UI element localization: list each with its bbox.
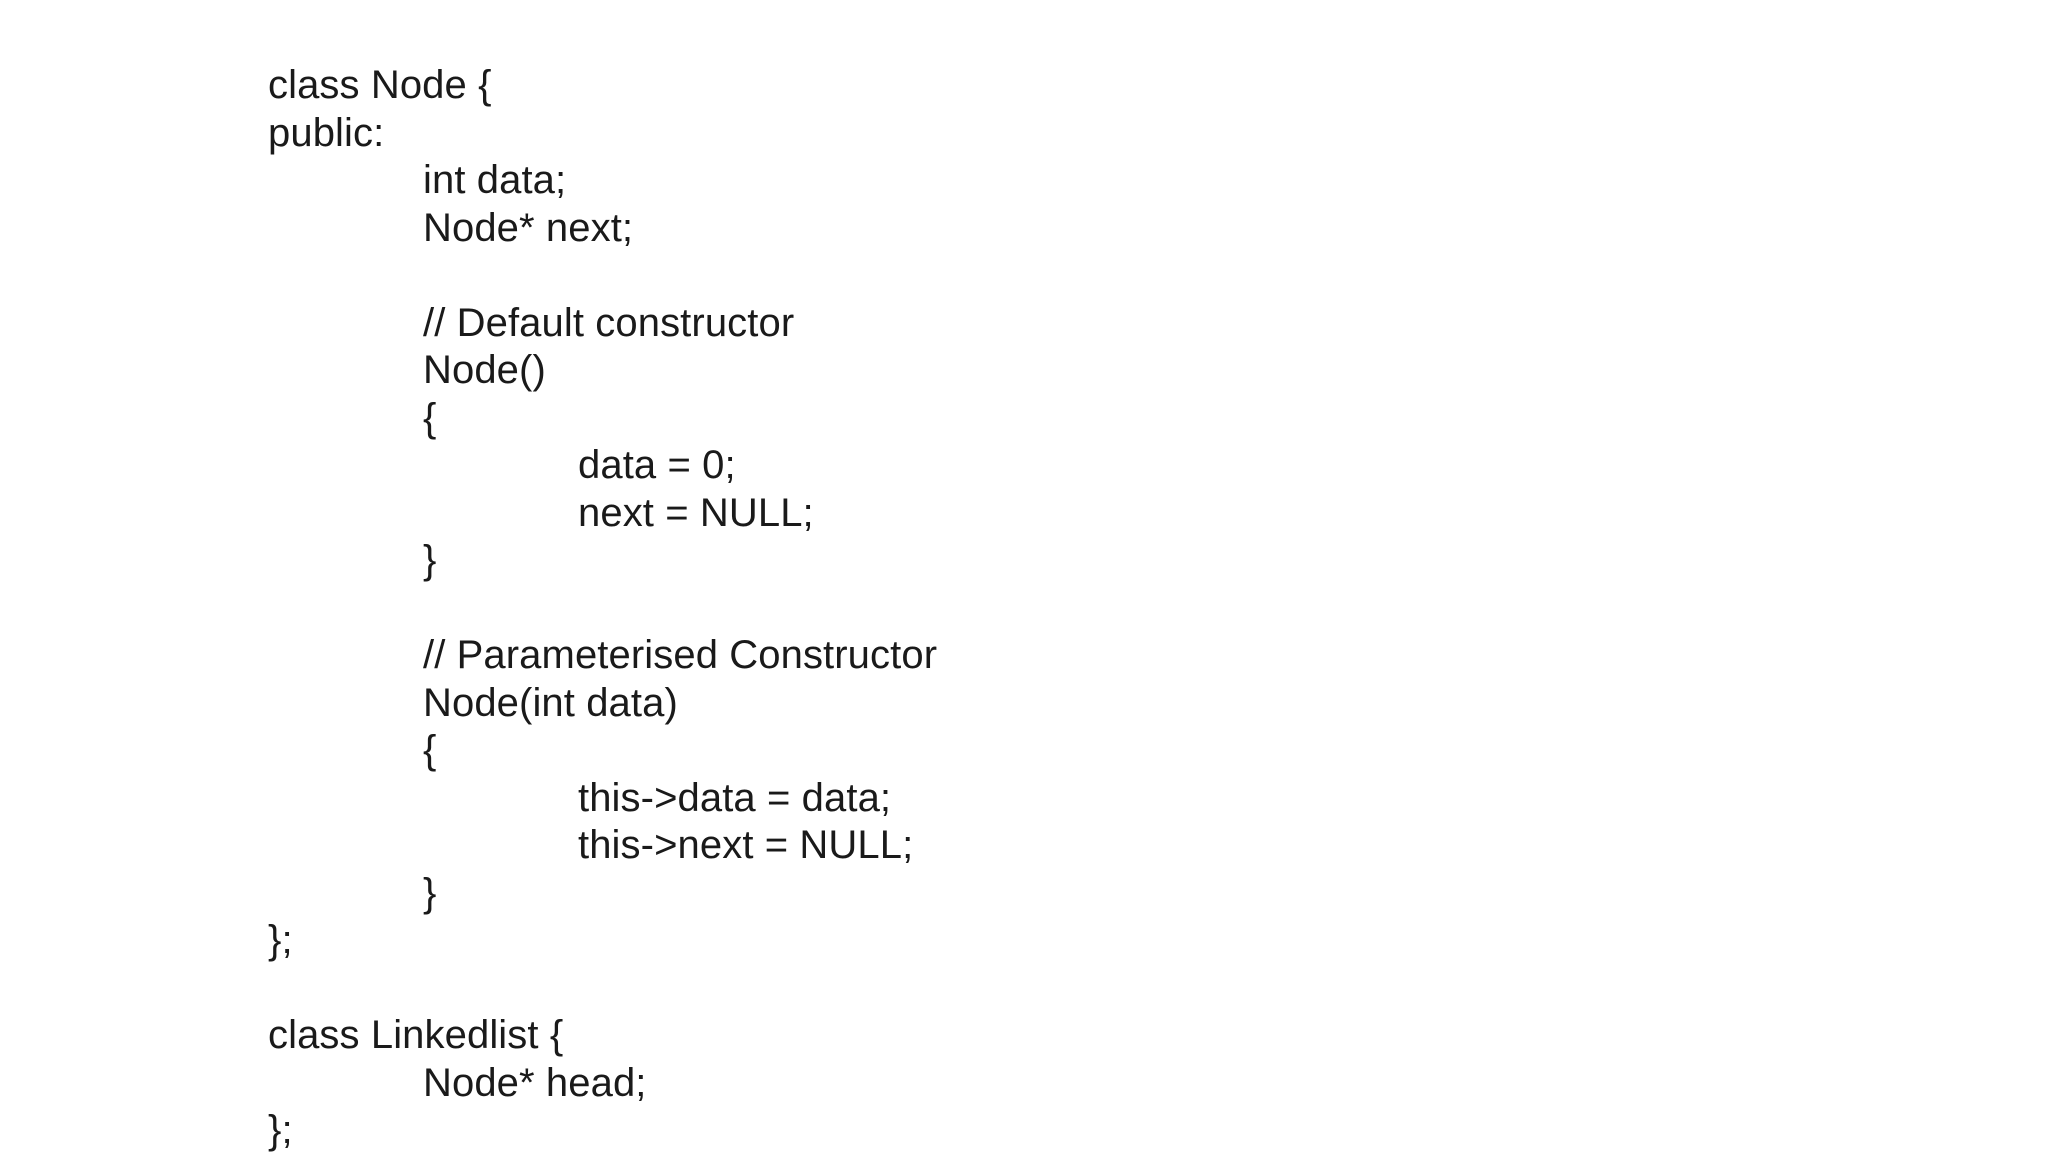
code-line: // Parameterised Constructor [423,633,938,677]
code-line: { [423,395,437,440]
code-line: Node() [423,348,546,392]
code-line: }; [268,918,293,962]
code-line: Node* head; [423,1060,647,1105]
code-line-blank [268,252,1968,300]
code-line-blank [268,965,1968,1013]
code-line-blank [268,585,1968,633]
code-line: }; [268,1108,293,1152]
code-line: data = 0; [578,443,736,487]
code-line: class Node { [268,63,492,107]
code-line: Node* next; [423,205,634,250]
code-line: { [423,728,437,772]
code-line: Node(int data) [423,680,678,725]
code-line: class Linkedlist { [268,1013,564,1057]
code-line: this->data = data; [578,775,892,820]
code-line: public: [268,110,385,155]
code-line: } [423,538,437,582]
code-line: } [423,870,437,915]
code-line: next = NULL; [578,490,814,535]
code-line: // Default constructor [423,300,795,345]
code-line: int data; [423,158,567,202]
code-block: class Node {public: int data;Node* next; /… [268,62,1968,1155]
code-line: this->next = NULL; [578,823,914,867]
